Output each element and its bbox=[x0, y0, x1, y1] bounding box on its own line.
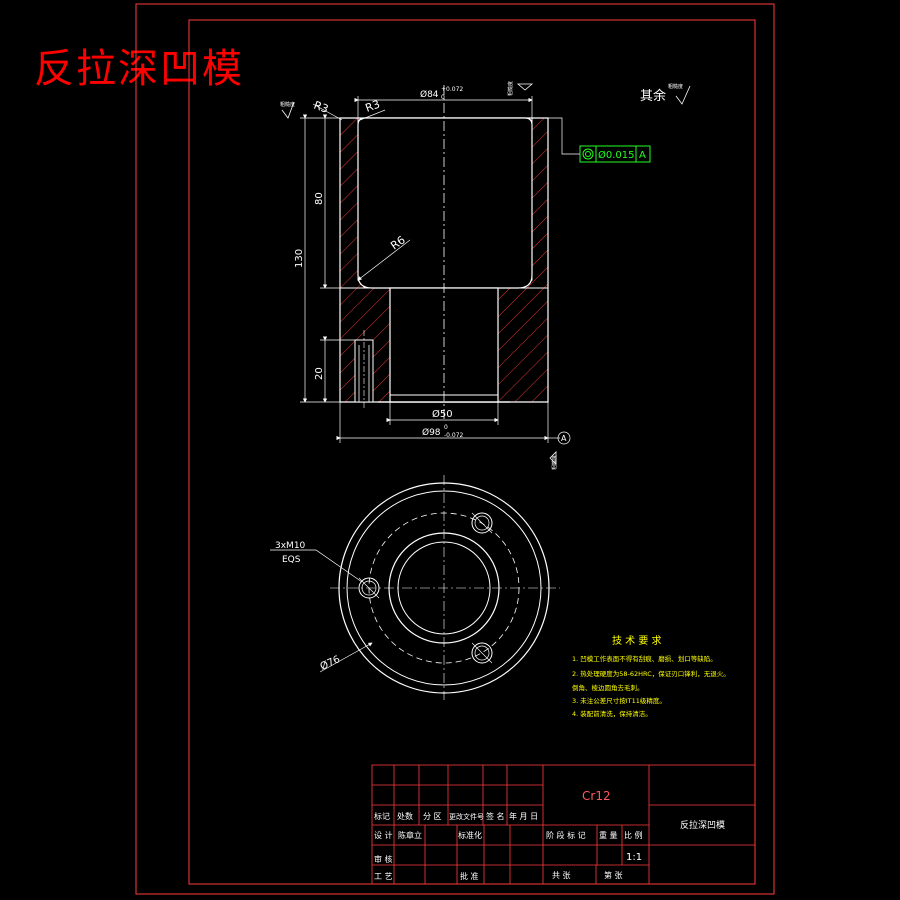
tech-item: 2. 热处理硬度为58-62HRC，保证刃口锋利，无退火。 bbox=[572, 669, 730, 678]
tb-weight: 重 量 bbox=[599, 830, 618, 840]
dim-20: 20 bbox=[314, 367, 325, 380]
tb-sheets: 共 张 bbox=[552, 871, 571, 880]
roughness-other-label: 其余 bbox=[640, 88, 666, 104]
tb-approve: 批 准 bbox=[460, 871, 479, 881]
tb-label: 签 名 bbox=[486, 811, 505, 821]
tb-review: 审 核 bbox=[374, 854, 393, 864]
tb-scale-label: 比 例 bbox=[624, 830, 643, 840]
tb-process: 工 艺 bbox=[374, 872, 393, 881]
tb-stage: 阶 段 标 记 bbox=[546, 830, 586, 840]
dim-r3-left: R3 bbox=[312, 99, 330, 116]
tb-label: 处数 bbox=[397, 811, 413, 821]
dim-top-tol-lower: 0 bbox=[441, 94, 445, 101]
tb-design: 设 计 bbox=[374, 830, 393, 840]
tb-sheet-no: 第 张 bbox=[604, 870, 623, 880]
section-view bbox=[339, 85, 549, 420]
concentricity-icon bbox=[582, 148, 594, 160]
drawing-title: 反拉深凹模 bbox=[34, 46, 244, 92]
dim-130: 130 bbox=[294, 249, 305, 268]
dim-pitch-76: Ø76 bbox=[318, 653, 342, 673]
section-dimensions bbox=[300, 96, 580, 445]
bolt-callout: 3xM10 bbox=[275, 541, 306, 551]
plan-view bbox=[270, 475, 560, 700]
tb-scale: 1:1 bbox=[626, 852, 642, 863]
bolt-hole bbox=[471, 642, 493, 664]
tb-label: 更改文件号 bbox=[449, 812, 484, 821]
tb-standardize: 标准化 bbox=[458, 830, 482, 840]
gdt-frame bbox=[579, 145, 651, 163]
tb-label: 标记 bbox=[374, 811, 390, 821]
bolt-hole bbox=[358, 577, 380, 599]
dim-top-tol-upper: +0.072 bbox=[441, 86, 463, 93]
roughness-note-bottom: 粗糙度 bbox=[551, 455, 558, 470]
dim-bore-50: Ø50 bbox=[432, 408, 453, 420]
datum-a-label: A bbox=[561, 434, 567, 443]
roughness-note-other: 粗糙度 bbox=[668, 83, 683, 90]
tb-label: 年 月 日 bbox=[509, 811, 538, 821]
sheet-frame-outer bbox=[135, 3, 775, 895]
gdt-datum: A bbox=[639, 150, 646, 161]
dim-outer-98: Ø98 bbox=[422, 427, 441, 438]
dim-r3-right: R3 bbox=[364, 98, 382, 115]
tb-designer: 陈章立 bbox=[398, 830, 422, 840]
roughness-note-left: 粗糙度 bbox=[280, 101, 295, 108]
tech-title: 技 术 要 求 bbox=[612, 634, 662, 647]
dim-outer-tol-lower: -0.072 bbox=[444, 432, 464, 439]
dim-outer-tol-upper: 0 bbox=[444, 424, 448, 431]
material: Cr12 bbox=[582, 789, 611, 803]
right-base bbox=[497, 287, 549, 403]
tech-item: 3. 未注公差尺寸按IT11级精度。 bbox=[572, 696, 666, 705]
dim-top-bore: Ø84 bbox=[420, 89, 439, 100]
roughness-note-top: 粗糙度 bbox=[507, 81, 514, 96]
tb-label: 分 区 bbox=[423, 812, 442, 821]
tech-item: 4. 装配前清洗，保持清洁。 bbox=[572, 709, 652, 718]
title-block bbox=[371, 764, 756, 885]
tech-item: 1. 凹模工作表面不得有刮痕、磨损、划口等缺陷。 bbox=[572, 654, 717, 663]
gdt-value: Ø0.015 bbox=[598, 149, 635, 161]
part-name: 反拉深凹模 bbox=[680, 819, 725, 831]
bolt-eqs: EQS bbox=[282, 555, 301, 565]
bolt-hole bbox=[471, 512, 493, 534]
dim-80: 80 bbox=[314, 192, 325, 205]
roughness-symbols bbox=[281, 83, 691, 465]
tech-item: 倒角、棱边圆角去毛刺。 bbox=[572, 683, 644, 692]
